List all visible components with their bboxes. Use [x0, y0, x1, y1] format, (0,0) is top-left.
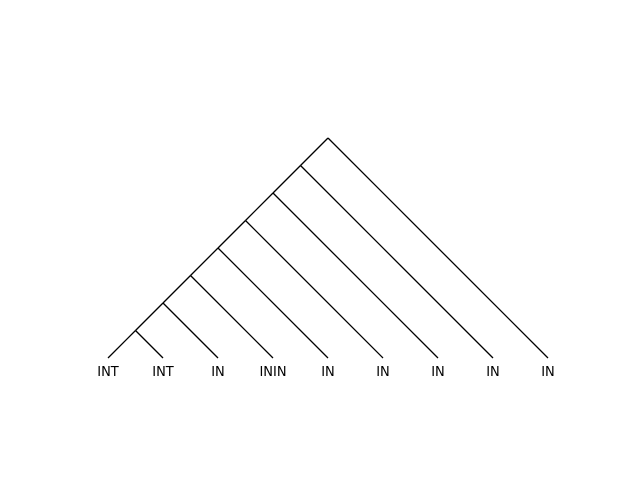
tree-spine-edge: [135, 302, 164, 331]
leaf-label: IN: [431, 365, 445, 380]
tree-spine-edge: [162, 275, 191, 304]
leaf-label: IN: [321, 365, 335, 380]
tree-spine-edge: [300, 137, 329, 166]
leaf-label: IN: [211, 365, 225, 380]
tree-branch-edge: [217, 247, 329, 359]
tree-spine-edge: [245, 192, 274, 221]
leaf-label: IN: [486, 365, 500, 380]
tree-branch-edge: [162, 302, 219, 359]
tree-spine-edge: [190, 247, 219, 276]
tree-spine-edge: [272, 165, 301, 194]
tree-branch-edge: [190, 275, 274, 359]
leaf-label: IN: [376, 365, 390, 380]
leaf-label: INT: [97, 365, 119, 380]
tree-branch-edge: [327, 137, 549, 359]
leaf-label: INT: [152, 365, 174, 380]
tree-branch-edge: [300, 165, 494, 359]
tree-branch-edge: [272, 192, 439, 359]
tree-branch-edge: [245, 220, 384, 359]
tree-edges: [107, 137, 549, 359]
leaf-label: ININ: [259, 365, 286, 380]
tree-spine-edge: [107, 330, 136, 359]
leaf-label: IN: [541, 365, 555, 380]
tree-spine-edge: [217, 220, 246, 249]
tree-branch-edge: [135, 330, 164, 359]
